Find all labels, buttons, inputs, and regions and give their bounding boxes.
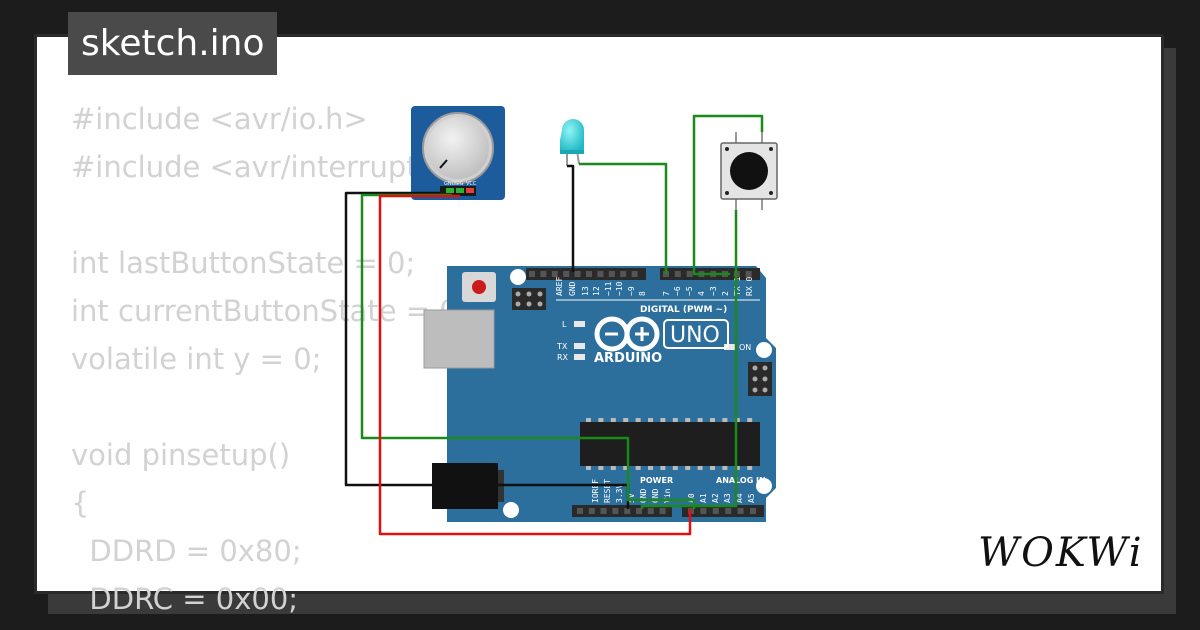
- power-pin-label: GND: [639, 488, 648, 503]
- wire-green-button-bottom: [640, 210, 738, 509]
- digital-pin-label: 8: [638, 291, 647, 296]
- icsp-header-right: [748, 362, 772, 396]
- mount-hole: [510, 269, 526, 285]
- digital-pin-label: 2: [721, 291, 730, 296]
- digital-pin-label: ~11: [604, 281, 613, 296]
- pot-pin-label: GND: [444, 181, 456, 187]
- filename-tab[interactable]: sketch.ino: [68, 12, 278, 75]
- led-label-on: ON: [739, 343, 751, 352]
- digital-pin-label: ~10: [615, 281, 624, 296]
- analog-pin-label: A4: [735, 493, 744, 503]
- digital-pin-label: 4: [697, 291, 706, 296]
- digital-pin-label: AREF: [555, 277, 564, 296]
- svg-text:WOKWi: WOKWi: [978, 530, 1144, 576]
- wokwi-logo: WOKWi: [978, 530, 1144, 576]
- led-tx: [574, 343, 585, 349]
- wires: [344, 114, 764, 536]
- pot-pin-label: VCC: [466, 181, 477, 187]
- power-label: POWER: [640, 476, 673, 485]
- usb-port: [423, 309, 495, 369]
- board-model: UNO: [670, 323, 720, 348]
- code-line: DDRD = 0x80;: [71, 534, 302, 568]
- digital-pin-label: ~3: [709, 286, 718, 296]
- wire-black-led-gnd: [567, 164, 575, 272]
- digital-label: DIGITAL (PWM ~): [640, 305, 727, 315]
- code-line: volatile int y = 0;: [71, 342, 322, 376]
- led-label-l: L: [562, 320, 567, 329]
- pot-pin-label: SIG: [455, 181, 464, 187]
- uno-badge: [663, 319, 729, 349]
- power-pin-label: 3.3V: [615, 484, 624, 503]
- led-l: [574, 321, 585, 327]
- icsp-header-top: [512, 288, 546, 310]
- digital-pin-label: RX 0: [745, 277, 754, 296]
- svg-text:ARDUINO: ARDUINO: [594, 351, 662, 366]
- digital-pin-label: TX 1: [733, 277, 742, 296]
- digital-pin-label: 13: [581, 286, 590, 296]
- digital-pin-label: ~5: [685, 286, 694, 296]
- pot-indicator: [439, 159, 448, 169]
- power-pin-label: Vin: [663, 488, 672, 503]
- pushbutton-cap[interactable]: [730, 152, 768, 190]
- analog-label: ANALOG IN: [716, 476, 766, 485]
- power-pin-label: IOREF: [591, 479, 600, 503]
- power-pin-label: 5V: [627, 493, 636, 503]
- wire-green-pot-vcc: [378, 194, 692, 536]
- code-line: DDRC = 0x00;: [71, 582, 299, 616]
- analog-pin-label: A0: [687, 493, 696, 503]
- code-line: void pinsetup(): [71, 438, 291, 472]
- code-line: {: [71, 486, 90, 520]
- code-line: #include <avr/io.h>: [71, 102, 368, 136]
- analog-pin-label: A3: [723, 493, 732, 503]
- power-pin-label: RESET: [603, 479, 612, 503]
- analog-pin-label: A5: [747, 493, 756, 503]
- pushbutton[interactable]: [720, 132, 778, 210]
- digital-pin-label: ~9: [627, 286, 636, 296]
- led-label-rx: RX: [557, 353, 569, 362]
- mount-hole: [756, 478, 772, 494]
- led-component[interactable]: [560, 119, 584, 166]
- led-label-tx: TX: [556, 342, 568, 351]
- wire-green-led: [579, 162, 668, 274]
- digital-pin-label: GND: [568, 281, 577, 296]
- digital-pin-label: 7: [662, 291, 671, 296]
- digital-pin-label: 12: [592, 286, 601, 296]
- analog-pin-label: A2: [711, 493, 720, 503]
- wire-green-button-top: [692, 114, 764, 276]
- arduino-logo: ARDUINO: [594, 316, 662, 366]
- analog-pin-label: A1: [699, 493, 708, 503]
- power-pin-header: [572, 505, 672, 517]
- mount-hole: [756, 342, 772, 358]
- power-pin-label: GND: [651, 488, 660, 503]
- mount-hole: [503, 502, 519, 518]
- code-line: int lastButtonState = 0;: [71, 246, 416, 280]
- atmega-chip: [580, 418, 760, 470]
- wire-green-pot-sig: [360, 193, 696, 509]
- led-on: [724, 344, 735, 350]
- led-rx: [574, 354, 585, 360]
- digital-pin-label: ~6: [673, 286, 682, 296]
- code-background: #include <avr/io.h>#include <avr/interru…: [71, 95, 470, 623]
